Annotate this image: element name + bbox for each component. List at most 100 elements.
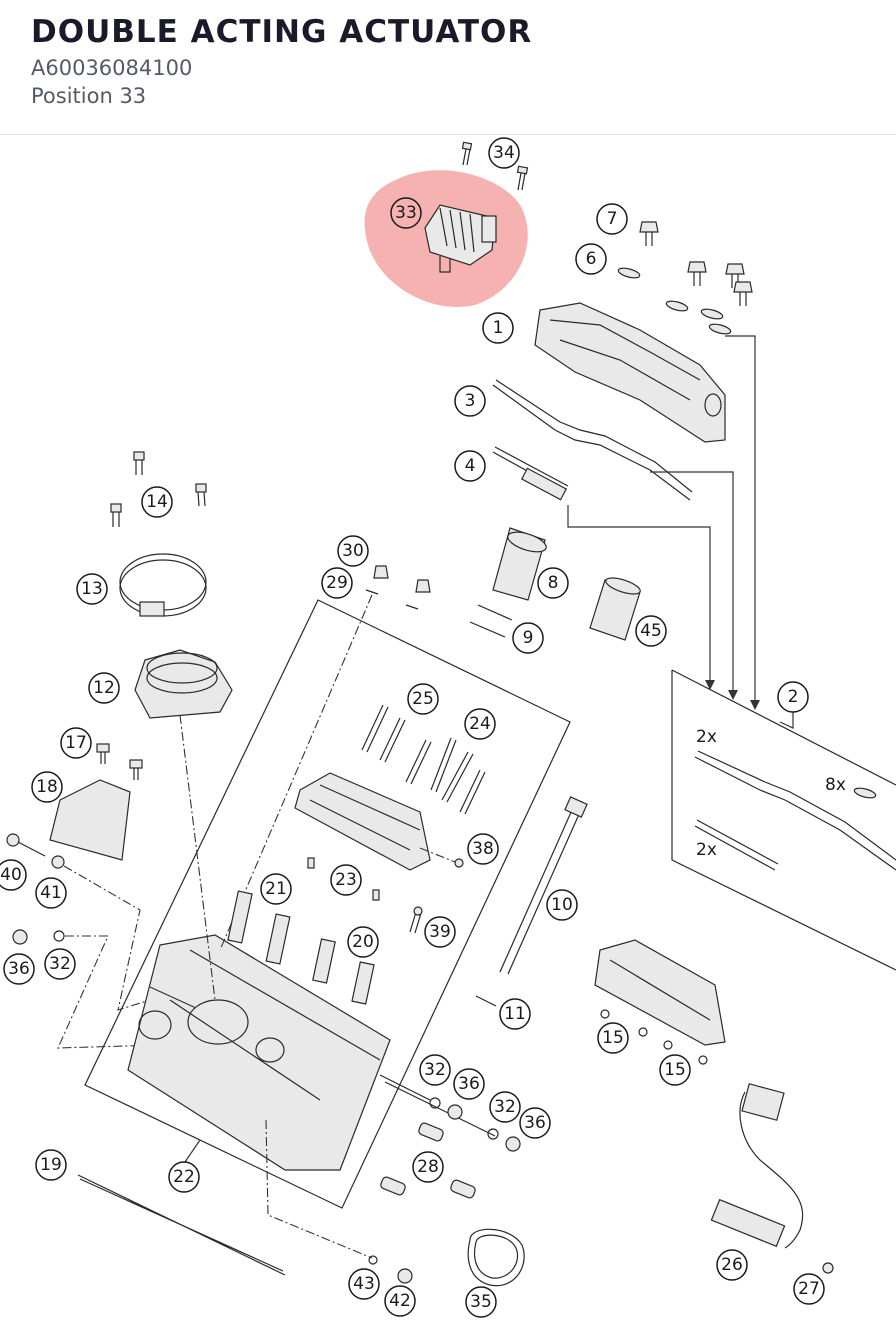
callout-30[interactable]: 30	[337, 535, 369, 567]
svg-text:34: 34	[493, 143, 515, 163]
svg-text:19: 19	[40, 1155, 62, 1175]
part-26-sensor[interactable]	[710, 1083, 804, 1249]
callout-41[interactable]: 41	[35, 877, 67, 909]
part-4-seal[interactable]	[492, 446, 569, 501]
part-30-caps[interactable]	[365, 565, 431, 610]
callout-27[interactable]: 27	[793, 1273, 825, 1305]
callout-32-left[interactable]: 32	[44, 948, 76, 980]
callout-34[interactable]: 34	[488, 137, 520, 169]
part-27-screw[interactable]	[822, 1262, 834, 1274]
callout-13[interactable]: 13	[76, 573, 108, 605]
svg-text:11: 11	[504, 1004, 526, 1024]
part-22-cylinder-head[interactable]	[127, 934, 391, 1171]
part-19-gasket[interactable]	[77, 1174, 286, 1276]
part-10-shaft[interactable]	[499, 796, 588, 975]
part-34-screws[interactable]	[461, 141, 529, 191]
callout-25[interactable]: 25	[407, 683, 439, 715]
callout-36-left[interactable]: 36	[3, 953, 35, 985]
kit-2-contents[interactable]	[694, 750, 896, 871]
part-camshaft-carrier[interactable]	[294, 772, 431, 871]
callout-39[interactable]: 39	[424, 916, 456, 948]
svg-text:15: 15	[664, 1060, 686, 1080]
page-header: DOUBLE ACTING ACTUATOR A60036084100 Posi…	[0, 0, 896, 135]
callout-40[interactable]: 40	[0, 859, 27, 891]
part-38-nut[interactable]	[454, 858, 464, 868]
callout-17[interactable]: 17	[60, 727, 92, 759]
svg-text:25: 25	[412, 689, 434, 709]
svg-text:29: 29	[326, 573, 348, 593]
callout-11[interactable]: 11	[499, 998, 531, 1030]
part-13-clamp[interactable]	[119, 553, 207, 617]
callout-33[interactable]: 33	[390, 197, 422, 229]
callout-28[interactable]: 28	[412, 1151, 444, 1183]
svg-text:10: 10	[551, 895, 573, 915]
callout-21[interactable]: 21	[260, 873, 292, 905]
callout-14[interactable]: 14	[141, 486, 173, 518]
part-12-flange[interactable]	[134, 649, 233, 719]
part-8-pipe[interactable]	[492, 527, 548, 601]
callout-3[interactable]: 3	[454, 385, 486, 417]
callout-42[interactable]: 42	[384, 1285, 416, 1317]
part-3-gasket[interactable]	[492, 379, 693, 501]
callout-24[interactable]: 24	[464, 708, 496, 740]
callout-6[interactable]: 6	[575, 243, 607, 275]
callout-9[interactable]: 9	[512, 622, 544, 654]
part-42-43-bolts[interactable]	[368, 1255, 413, 1284]
part-18-heat-shield[interactable]	[49, 779, 131, 861]
callout-4[interactable]: 4	[454, 450, 486, 482]
part-35-ring[interactable]	[467, 1228, 525, 1287]
callout-1[interactable]: 1	[482, 312, 514, 344]
svg-text:36: 36	[458, 1074, 480, 1094]
callout-19[interactable]: 19	[35, 1149, 67, 1181]
callout-36-right[interactable]: 36	[519, 1107, 551, 1139]
callout-32-right[interactable]: 32	[489, 1091, 521, 1123]
part-15-cover-assembly[interactable]	[594, 939, 726, 1065]
callout-29[interactable]: 29	[321, 567, 353, 599]
part-23-39-pins[interactable]	[307, 857, 423, 934]
callout-23[interactable]: 23	[330, 864, 362, 896]
callout-12[interactable]: 12	[88, 672, 120, 704]
callout-15-a[interactable]: 15	[597, 1022, 629, 1054]
part-21-20-lifters[interactable]	[227, 890, 375, 1005]
part-7-screws[interactable]	[639, 221, 753, 306]
callout-15-b[interactable]: 15	[659, 1054, 691, 1086]
callout-8[interactable]: 8	[537, 567, 569, 599]
callout-35[interactable]: 35	[465, 1286, 497, 1318]
part-45-sleeve[interactable]	[589, 575, 642, 641]
callout-7[interactable]: 7	[596, 203, 628, 235]
svg-text:21: 21	[265, 879, 287, 899]
svg-text:4: 4	[465, 456, 476, 476]
callout-18[interactable]: 18	[31, 771, 63, 803]
svg-text:32: 32	[49, 954, 71, 974]
part-14-screws[interactable]	[110, 451, 207, 527]
qty-rings: 8x	[825, 775, 846, 795]
part-36-32-plug-left[interactable]	[12, 929, 65, 945]
part-9-pins[interactable]	[469, 604, 513, 638]
callout-38[interactable]: 38	[467, 833, 499, 865]
part-25-24-bolts[interactable]	[361, 704, 486, 815]
svg-text:22: 22	[173, 1167, 195, 1187]
callout-45[interactable]: 45	[635, 615, 667, 647]
svg-text:3: 3	[465, 391, 476, 411]
part-17-screws[interactable]	[96, 743, 143, 780]
callout-43[interactable]: 43	[348, 1268, 380, 1300]
callout-22[interactable]: 22	[168, 1161, 200, 1193]
part-32-36-bolts-right[interactable]	[379, 1074, 521, 1152]
part-28-dowels[interactable]	[380, 1122, 477, 1199]
callout-26[interactable]: 26	[716, 1249, 748, 1281]
callout-20[interactable]: 20	[347, 926, 379, 958]
part-6-grommets[interactable]	[617, 266, 732, 335]
svg-text:23: 23	[335, 870, 357, 890]
part-11-pin[interactable]	[475, 995, 497, 1007]
callout-32-mid[interactable]: 32	[419, 1054, 451, 1086]
callout-36-mid[interactable]: 36	[453, 1068, 485, 1100]
svg-text:28: 28	[417, 1157, 439, 1177]
svg-text:42: 42	[389, 1291, 411, 1311]
callout-2[interactable]: 2	[777, 681, 809, 713]
qty-seal: 2x	[696, 840, 717, 860]
part-1-valve-cover[interactable]	[534, 302, 726, 443]
part-40-41-screw-washer[interactable]	[6, 833, 65, 869]
part-33-actuator[interactable]	[424, 204, 497, 273]
svg-text:38: 38	[472, 839, 494, 859]
callout-10[interactable]: 10	[546, 889, 578, 921]
